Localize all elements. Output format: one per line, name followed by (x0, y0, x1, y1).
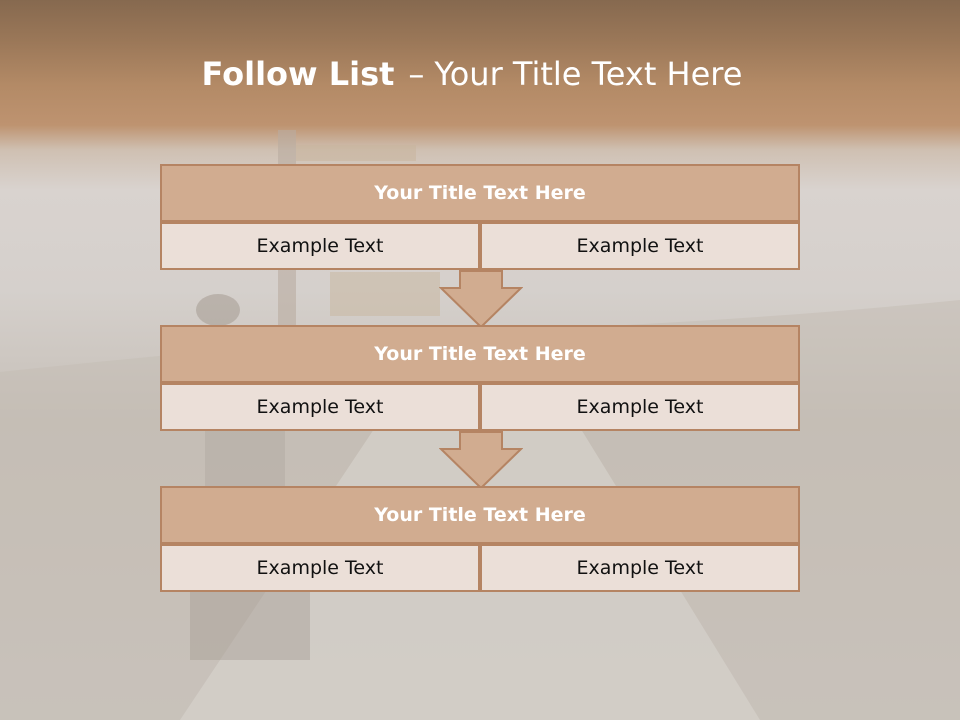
row-cell-right: Example Text (480, 544, 800, 592)
title-separator: – (408, 55, 425, 93)
row-cell-right: Example Text (480, 383, 800, 431)
row-header: Your Title Text Here (160, 486, 800, 544)
list-row-2: Your Title Text Here Example Text Exampl… (160, 325, 800, 431)
row-header: Your Title Text Here (160, 325, 800, 383)
person-legs (190, 590, 310, 660)
slide-title: Follow List–Your Title Text Here (0, 55, 944, 93)
down-arrow-icon (439, 270, 523, 328)
person-head (196, 294, 240, 326)
row-cell-left: Example Text (160, 383, 480, 431)
list-row-1: Your Title Text Here Example Text Exampl… (160, 164, 800, 270)
list-row-3: Your Title Text Here Example Text Exampl… (160, 486, 800, 592)
row-header: Your Title Text Here (160, 164, 800, 222)
title-rest: Your Title Text Here (434, 55, 743, 93)
down-arrow-icon (439, 431, 523, 489)
row-cell-left: Example Text (160, 222, 480, 270)
sign-board (330, 272, 440, 316)
sign-board (296, 145, 416, 161)
row-cell-right: Example Text (480, 222, 800, 270)
title-bold: Follow List (201, 55, 395, 93)
row-cell-left: Example Text (160, 544, 480, 592)
